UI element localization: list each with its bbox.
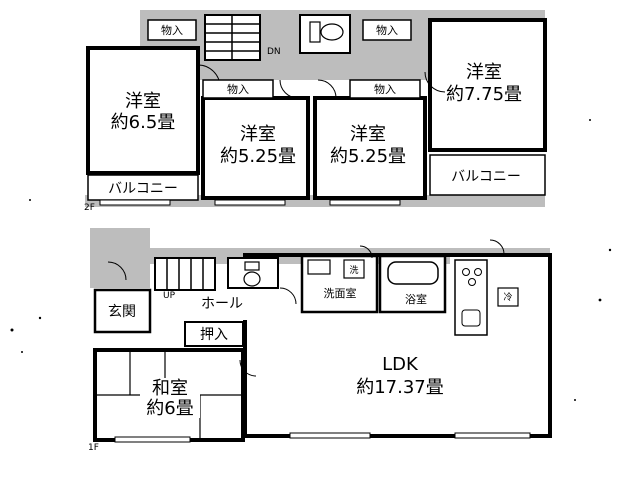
door-swing [107,261,127,281]
storage-label-1: 物入 [161,23,183,37]
first-floor: 洗 洗面室 浴室 冷 玄関 押入 和室 約6畳 [88,228,552,453]
storage-box-1 [147,19,197,41]
scan-noise [10,119,612,401]
second-floor: 物入 物入 物入 物入 DN 2F 洋室 約6.5畳 洋室 約5.25畳 洋室 … [84,10,547,213]
room-nw-wall [86,46,200,175]
room-ne-name: 洋室 [466,62,502,83]
room-ne-area: 約7.75畳 [446,84,522,105]
room-mid-left-name: 洋室 [240,124,276,145]
room-nw-area: 約6.5畳 [111,112,176,133]
room-nw-name: 洋室 [125,91,161,112]
hall-label: ホール [201,296,243,312]
wash-basin [307,259,331,275]
stairs-2f [204,14,261,61]
kitchen-sink [461,309,481,327]
stove-burner [474,268,482,276]
door-swing [489,239,505,255]
ldk-area-label: 約17.37畳 [356,377,444,398]
stove-burner [468,278,476,286]
window [289,432,371,439]
room-mid-right [315,98,425,198]
bath-label: 浴室 [405,292,427,306]
door-swing [317,79,337,99]
door-swing [424,71,446,93]
closet-label: 押入 [200,327,228,343]
closet-box [184,321,244,347]
storage-label-3: 物入 [227,82,249,96]
storage-label-2: 物入 [376,23,398,37]
room-ne [430,20,545,150]
door-swing [239,359,257,377]
washer-space [343,259,365,279]
floor-mark-2f: 2F [84,203,95,213]
toilet-1f [227,257,279,289]
floor-mark-1f: 1F [88,443,99,453]
balcony-right-rail [429,154,546,196]
storage-box-2 [362,19,412,41]
door-swing [279,287,297,305]
room-mid-right-name: 洋室 [350,124,386,145]
japanese-room-label-bg [140,378,200,418]
fridge-mark: 冷 [503,291,512,303]
stove-burner [462,268,470,276]
entrance-box [93,288,152,334]
window [454,432,531,439]
door-swing [359,245,373,259]
window [329,199,401,206]
storage-label-4: 物入 [374,82,396,96]
japanese-room-area-label: 約6畳 [146,398,193,419]
room-mid-left [203,98,308,198]
storage-box-4 [349,79,421,99]
toilet-2f [299,14,351,54]
storage-box-3 [202,79,274,99]
washer-mark: 洗 [349,264,358,276]
balcony-right-label: バルコニー [451,169,521,185]
balcony-right-area [430,155,545,195]
entrance-label: 玄関 [108,303,136,320]
japanese-room-name: 和室 [152,378,188,399]
room-mid-right-area: 約5.25畳 [330,146,406,167]
window [99,199,171,206]
balcony-left-area [88,175,198,200]
window [114,436,191,443]
stair-dn-label: DN [267,47,281,57]
ldk-area [245,318,550,436]
room-mid-left-area: 約5.25畳 [220,146,296,167]
stair-up-label: UP [163,291,176,301]
stairs-1f [154,257,216,291]
washroom-label: 洗面室 [324,286,357,300]
lower-gray-entry [90,228,150,288]
room-nw [88,48,198,173]
bathtub [387,261,439,285]
fridge-space [497,287,519,307]
window [214,199,286,206]
upper-gray-strip [85,195,545,207]
hall-area [150,288,295,320]
balcony-left-label: バルコニー [108,181,178,197]
door-swing [279,79,299,99]
ldk-name: LDK [382,354,419,375]
